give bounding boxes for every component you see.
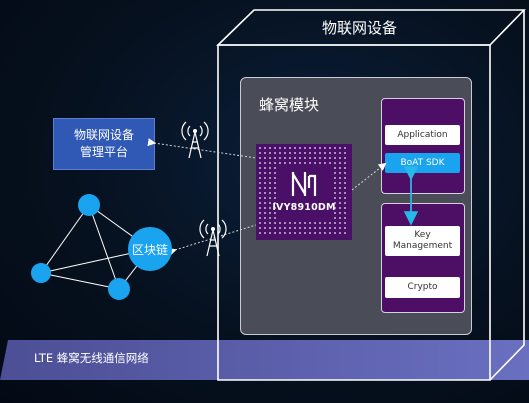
module-title: 蜂窝模块 (259, 96, 320, 114)
lte-network-label: LTE 蜂窝无线通信网络 (34, 351, 149, 365)
crypto-box: Crypto (385, 277, 460, 298)
key-management-line2: Management (392, 241, 453, 251)
blockchain-node (78, 194, 100, 216)
chip-logo-icon (287, 168, 321, 200)
key-management-line1: Key (414, 230, 431, 240)
chip-model-label: IVY8910DM (272, 202, 336, 213)
blockchain-node (31, 263, 51, 283)
platform-line1: 物联网设备 (73, 128, 134, 142)
blockchain-label: 区块链 (131, 242, 168, 257)
blockchain-node (108, 278, 130, 300)
boat-sdk-box: BoAT SDK (385, 153, 460, 173)
device-title: 物联网设备 (322, 19, 398, 37)
key-management-box: Key Management (385, 226, 460, 256)
antenna-tower-icon (199, 219, 227, 257)
sdk-panel (381, 98, 465, 194)
platform-line2: 管理平台 (79, 145, 128, 159)
management-platform-box: 物联网设备 管理平台 (53, 118, 155, 170)
antenna-tower-icon (181, 121, 209, 159)
application-box: Application (385, 125, 460, 145)
blockchain-main-node: 区块链 (128, 227, 172, 271)
